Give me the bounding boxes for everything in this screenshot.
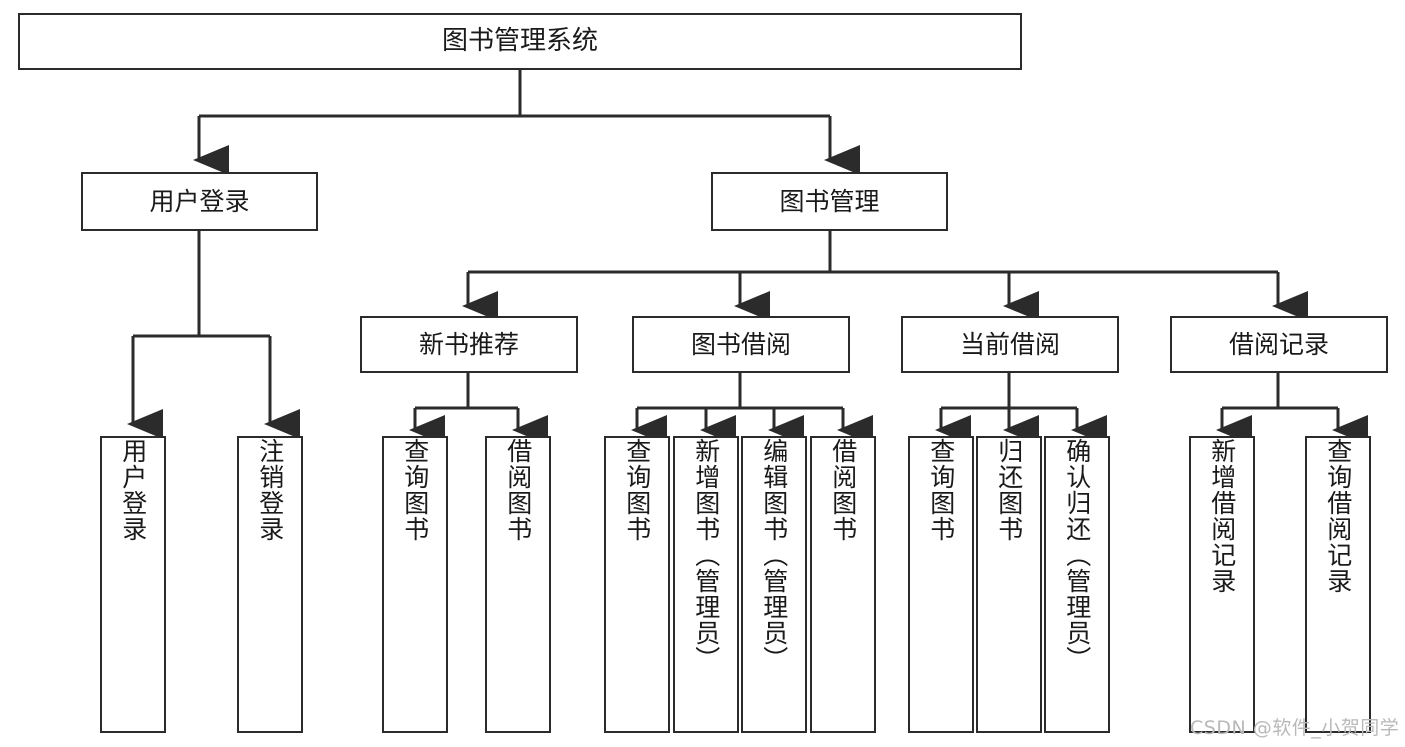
leaf-current-query-book[interactable]: 查询图书 xyxy=(908,436,974,733)
leaf-borrow-add-book-admin[interactable]: 新增图书（管理员） xyxy=(673,436,739,733)
leaf-label: 新增借阅记录 xyxy=(1207,438,1237,594)
leaf-user-login-login[interactable]: 用户登录 xyxy=(100,436,166,733)
node-user-login[interactable]: 用户登录 xyxy=(81,172,318,231)
leaf-label: 注销登录 xyxy=(255,438,285,542)
node-book-management[interactable]: 图书管理 xyxy=(711,172,948,231)
leaf-borrow-borrow-book[interactable]: 借阅图书 xyxy=(810,436,876,733)
leaf-label: 新增图书（管理员） xyxy=(691,438,721,672)
leaf-label: 确认归还（管理员） xyxy=(1062,438,1092,672)
leaf-borrow-query-book[interactable]: 查询图书 xyxy=(604,436,670,733)
leaf-user-login-logout[interactable]: 注销登录 xyxy=(237,436,303,733)
leaf-borrow-edit-book-admin[interactable]: 编辑图书（管理员） xyxy=(741,436,807,733)
leaf-label: 借阅图书 xyxy=(828,438,858,542)
leaf-current-return-book[interactable]: 归还图书 xyxy=(976,436,1042,733)
leaf-label: 编辑图书（管理员） xyxy=(759,438,789,672)
node-new-book-recommend[interactable]: 新书推荐 xyxy=(360,316,578,373)
node-book-borrow[interactable]: 图书借阅 xyxy=(632,316,850,373)
leaf-recommend-query-book[interactable]: 查询图书 xyxy=(382,436,448,733)
leaf-label: 用户登录 xyxy=(118,438,148,542)
node-root-system[interactable]: 图书管理系统 xyxy=(18,13,1022,70)
leaf-current-confirm-return-admin[interactable]: 确认归还（管理员） xyxy=(1044,436,1110,733)
leaf-records-query-record[interactable]: 查询借阅记录 xyxy=(1305,436,1371,733)
node-current-borrow[interactable]: 当前借阅 xyxy=(901,316,1119,373)
node-borrow-records[interactable]: 借阅记录 xyxy=(1170,316,1388,373)
leaf-label: 查询借阅记录 xyxy=(1323,438,1353,594)
csdn-watermark: CSDN @软件_小贺同学 xyxy=(1190,717,1400,739)
leaf-recommend-borrow-book[interactable]: 借阅图书 xyxy=(485,436,551,733)
leaf-label: 查询图书 xyxy=(400,438,430,542)
leaf-label: 借阅图书 xyxy=(503,438,533,542)
leaf-label: 归还图书 xyxy=(994,438,1024,542)
leaf-label: 查询图书 xyxy=(622,438,652,542)
leaf-label: 查询图书 xyxy=(926,438,956,542)
leaf-records-add-record[interactable]: 新增借阅记录 xyxy=(1189,436,1255,733)
